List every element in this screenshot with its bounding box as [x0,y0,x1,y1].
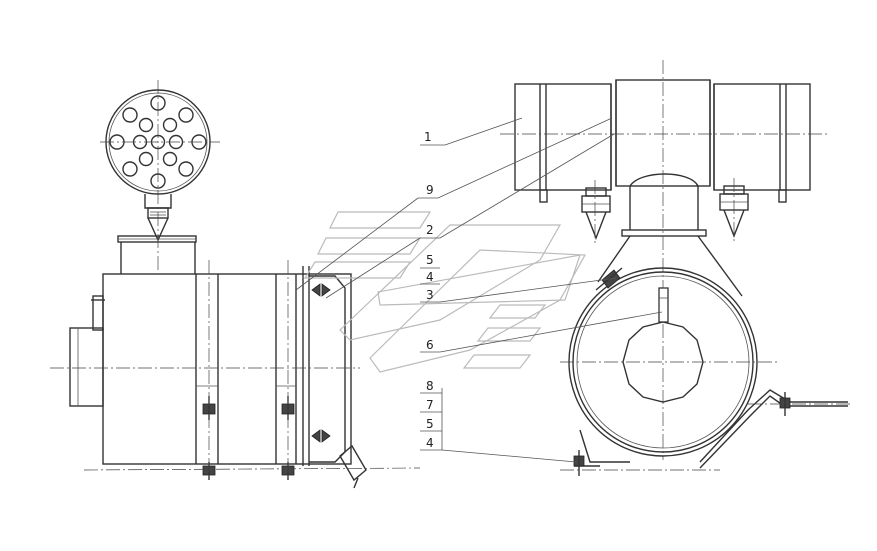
callout-8: 8 [426,379,434,393]
right-front-view [560,235,850,476]
callout-1: 1 [424,130,432,144]
callout-4-upper: 4 [426,270,434,284]
callout-6: 6 [426,338,434,352]
callout-7: 7 [426,398,434,412]
leader-lines [295,117,663,463]
ghost-outline [303,211,586,373]
callout-9: 9 [426,183,434,197]
callout-5-upper: 5 [426,253,434,267]
callout-5-lower: 5 [426,417,434,431]
bolt-set [202,396,295,480]
right-top-view [500,60,830,460]
left-side-view [50,80,421,489]
callout-4-lower: 4 [426,436,434,450]
callouts: 1 9 2 5 4 3 6 8 7 5 4 [424,130,434,450]
callout-3: 3 [426,288,434,302]
callout-2: 2 [426,223,434,237]
